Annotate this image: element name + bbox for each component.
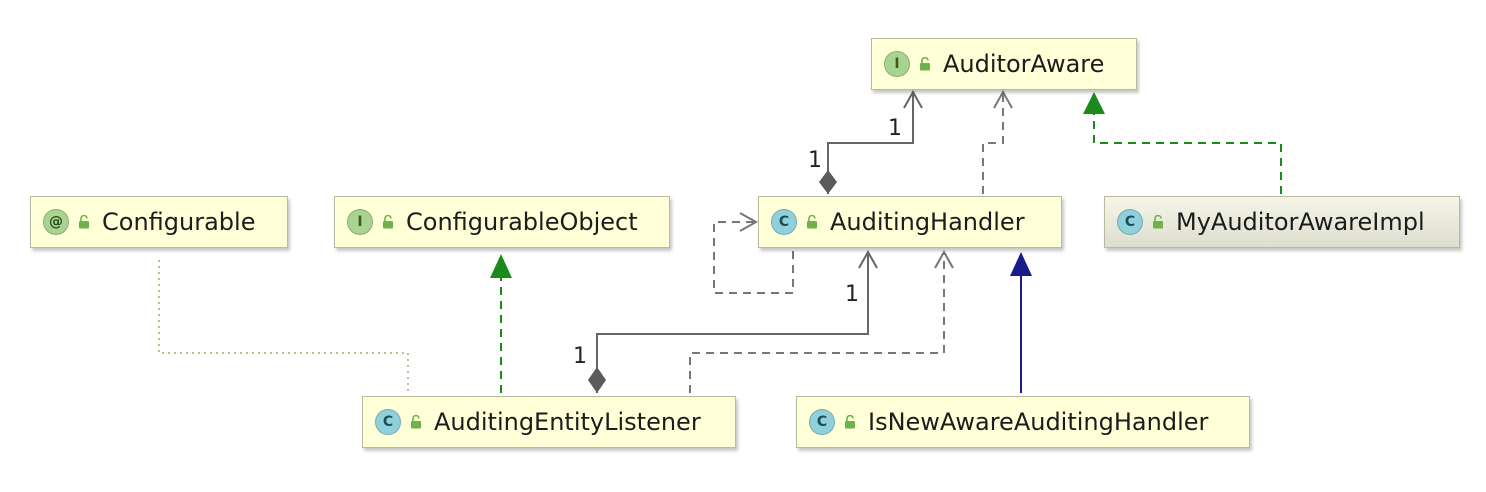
multiplicity-label: 1	[808, 148, 822, 173]
composition-edge-handler-auditoraware	[827, 92, 914, 194]
unlock-icon	[845, 415, 855, 429]
composition-edge-listener-handler	[596, 252, 869, 393]
interface-icon: I	[347, 209, 373, 235]
class-node-auditoraware[interactable]: I AuditorAware	[871, 38, 1137, 90]
class-node-auditingentitylistener[interactable]: C AuditingEntityListener	[362, 396, 736, 448]
triangle-arrow-configurableobject	[490, 254, 512, 278]
class-node-configurable[interactable]: @ Configurable	[30, 196, 288, 248]
class-icon: C	[1117, 209, 1143, 235]
class-icon: C	[375, 409, 401, 435]
triangle-arrow-handler	[1010, 252, 1032, 276]
interface-icon: I	[884, 51, 910, 77]
class-icon: C	[771, 209, 797, 235]
triangle-arrow-auditoraware	[1083, 92, 1105, 114]
diamond-listener-end	[588, 367, 606, 393]
node-label: Configurable	[102, 208, 256, 236]
node-label: IsNewAwareAuditingHandler	[868, 408, 1209, 436]
node-label: AuditorAware	[943, 50, 1105, 78]
node-label: MyAuditorAwareImpl	[1176, 208, 1425, 236]
class-icon: C	[809, 409, 835, 435]
annotation-icon: @	[43, 209, 69, 235]
diamond-handler-end	[819, 170, 837, 194]
class-node-configurableobject[interactable]: I ConfigurableObject	[334, 196, 670, 248]
unlock-icon	[920, 57, 930, 71]
self-dependency-edge-handler	[713, 221, 794, 294]
multiplicity-label: 1	[573, 344, 587, 369]
unlock-icon	[807, 215, 817, 229]
annotation-edge-configurable	[158, 260, 409, 393]
node-label: ConfigurableObject	[406, 208, 638, 236]
unlock-icon	[411, 415, 421, 429]
open-arrow-handler	[858, 249, 878, 269]
node-label: AuditingHandler	[830, 208, 1025, 236]
unlock-icon	[79, 215, 89, 229]
dependency-edge-listener-handler	[689, 252, 945, 393]
dependency-edge-handler-auditoraware	[982, 92, 1004, 194]
open-arrow-auditoraware	[903, 89, 923, 109]
open-arrow-handler-2	[934, 249, 954, 269]
open-arrow-self	[739, 212, 759, 232]
unlock-icon	[383, 215, 393, 229]
open-arrow-auditoraware-2	[993, 89, 1013, 109]
multiplicity-label: 1	[845, 282, 859, 307]
class-node-auditinghandler[interactable]: C AuditingHandler	[758, 196, 1062, 248]
class-node-myauditorawareimpl[interactable]: C MyAuditorAwareImpl	[1104, 196, 1460, 248]
node-label: AuditingEntityListener	[434, 408, 701, 436]
multiplicity-label: 1	[888, 116, 902, 141]
implements-edge-impl-auditoraware	[1093, 110, 1282, 194]
class-node-isnewawareauditinghandler[interactable]: C IsNewAwareAuditingHandler	[796, 396, 1250, 448]
unlock-icon	[1153, 215, 1163, 229]
